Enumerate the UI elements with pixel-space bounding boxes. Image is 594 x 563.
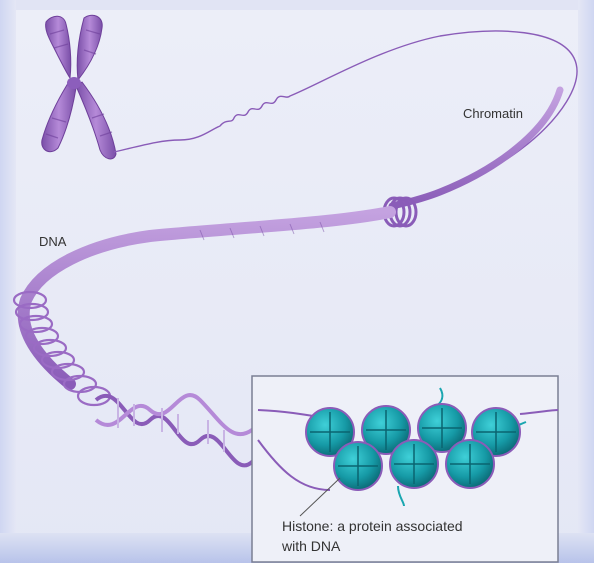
histone-caption: Histone: a protein associated with DNA (282, 516, 552, 556)
histone (334, 442, 382, 490)
histone-caption-line-1: Histone: a protein associated (282, 516, 552, 536)
histone (446, 440, 494, 488)
dna-label: DNA (39, 234, 66, 249)
chromatin-label: Chromatin (463, 106, 523, 121)
dna-fiber (24, 212, 390, 384)
double-helix (96, 395, 276, 472)
chromosome (42, 15, 116, 159)
histone (390, 440, 438, 488)
histone-caption-line-2: with DNA (282, 536, 552, 556)
